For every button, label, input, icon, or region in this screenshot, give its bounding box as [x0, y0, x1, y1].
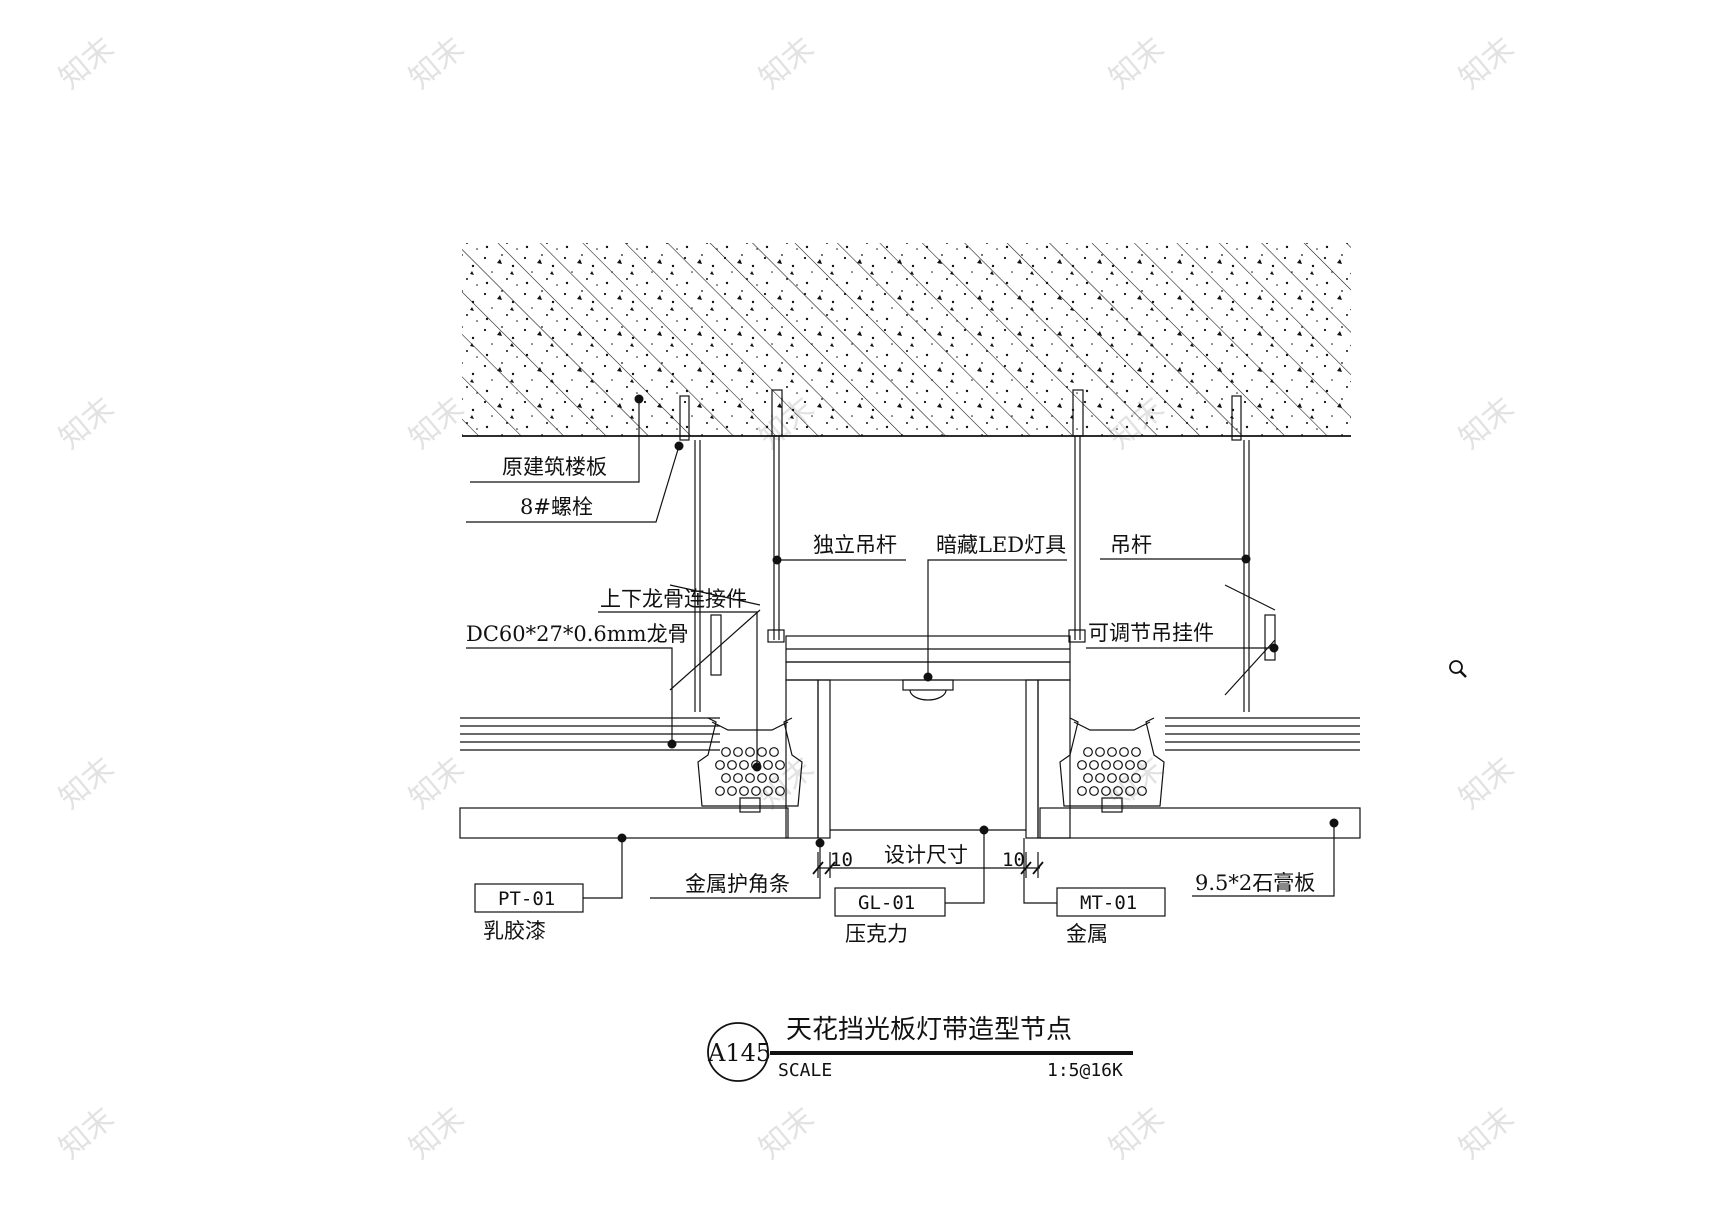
keel-channel — [697, 717, 803, 813]
dim-left: 10 — [830, 849, 853, 871]
watermark-text: 知末 — [1103, 1101, 1171, 1166]
scale-value: 1:5@16K — [1047, 1060, 1123, 1081]
concrete-slab — [462, 243, 1351, 437]
watermark-text: 知末 — [1453, 751, 1521, 816]
watermark-text: 知末 — [53, 31, 121, 96]
watermark-text: 知末 — [403, 31, 471, 96]
detail-title: 天花挡光板灯带造型节点 — [786, 1015, 1072, 1045]
label-keel-connector: 上下龙骨连接件 — [600, 587, 747, 611]
leader-lines — [466, 394, 1339, 904]
label-hidden-led: 暗藏LED灯具 — [936, 533, 1066, 557]
label-hanger-rod: 吊杆 — [1110, 533, 1152, 557]
tag-name-mt: 金属 — [1066, 922, 1108, 946]
watermark-text: 知末 — [1103, 31, 1171, 96]
watermark-text: 知末 — [403, 391, 471, 456]
tag-name-pt: 乳胶漆 — [483, 919, 546, 943]
watermark-layer: 知末知末知末知末知末知末知末知末知末知末知末知末知末知末知末知末知末知末知末知末 — [53, 31, 1521, 1166]
watermark-text: 知末 — [1453, 391, 1521, 456]
label-adjustable-hanger: 可调节吊挂件 — [1088, 621, 1214, 645]
watermark-text: 知末 — [53, 391, 121, 456]
tag-name-gl: 压克力 — [845, 922, 908, 946]
label-gypsum: 9.5*2石膏板 — [1195, 871, 1315, 895]
watermark-text: 知末 — [1453, 1101, 1521, 1166]
title-block: A145 天花挡光板灯带造型节点 SCALE 1:5@16K — [707, 1015, 1133, 1082]
label-keel: DC60*27*0.6mm龙骨 — [466, 622, 689, 646]
watermark-text: 知末 — [403, 751, 471, 816]
watermark-text: 知末 — [753, 31, 821, 96]
keel-runs — [460, 717, 1360, 751]
watermark-text: 知末 — [53, 751, 121, 816]
hanger-rods — [669, 389, 1276, 712]
dim-right: 10 — [1002, 849, 1025, 871]
label-bolt: 8#螺栓 — [520, 495, 593, 519]
material-tag-mt: MT-01 金属 — [1056, 887, 1166, 946]
keel-channel — [1059, 717, 1165, 813]
keel-channels — [697, 717, 1165, 813]
detail-id: A145 — [707, 1039, 771, 1067]
tag-code-gl: GL-01 — [858, 892, 915, 914]
material-tag-pt: PT-01 乳胶漆 — [474, 883, 584, 943]
watermark-text: 知末 — [403, 1101, 471, 1166]
scale-label: SCALE — [778, 1060, 832, 1081]
gypsum-board — [459, 807, 1361, 839]
watermark-text: 知末 — [53, 1101, 121, 1166]
material-tag-gl: GL-01 压克力 — [834, 887, 946, 946]
magnifier-icon[interactable] — [1449, 660, 1467, 678]
watermark-text: 知末 — [753, 1101, 821, 1166]
watermark-text: 知末 — [1453, 31, 1521, 96]
label-independent-rod: 独立吊杆 — [813, 533, 897, 557]
label-design-size: 设计尺寸 — [884, 843, 968, 867]
tag-code-pt: PT-01 — [498, 888, 555, 910]
label-metal-corner: 金属护角条 — [685, 872, 790, 896]
tag-code-mt: MT-01 — [1080, 892, 1137, 914]
label-slab: 原建筑楼板 — [502, 455, 607, 479]
